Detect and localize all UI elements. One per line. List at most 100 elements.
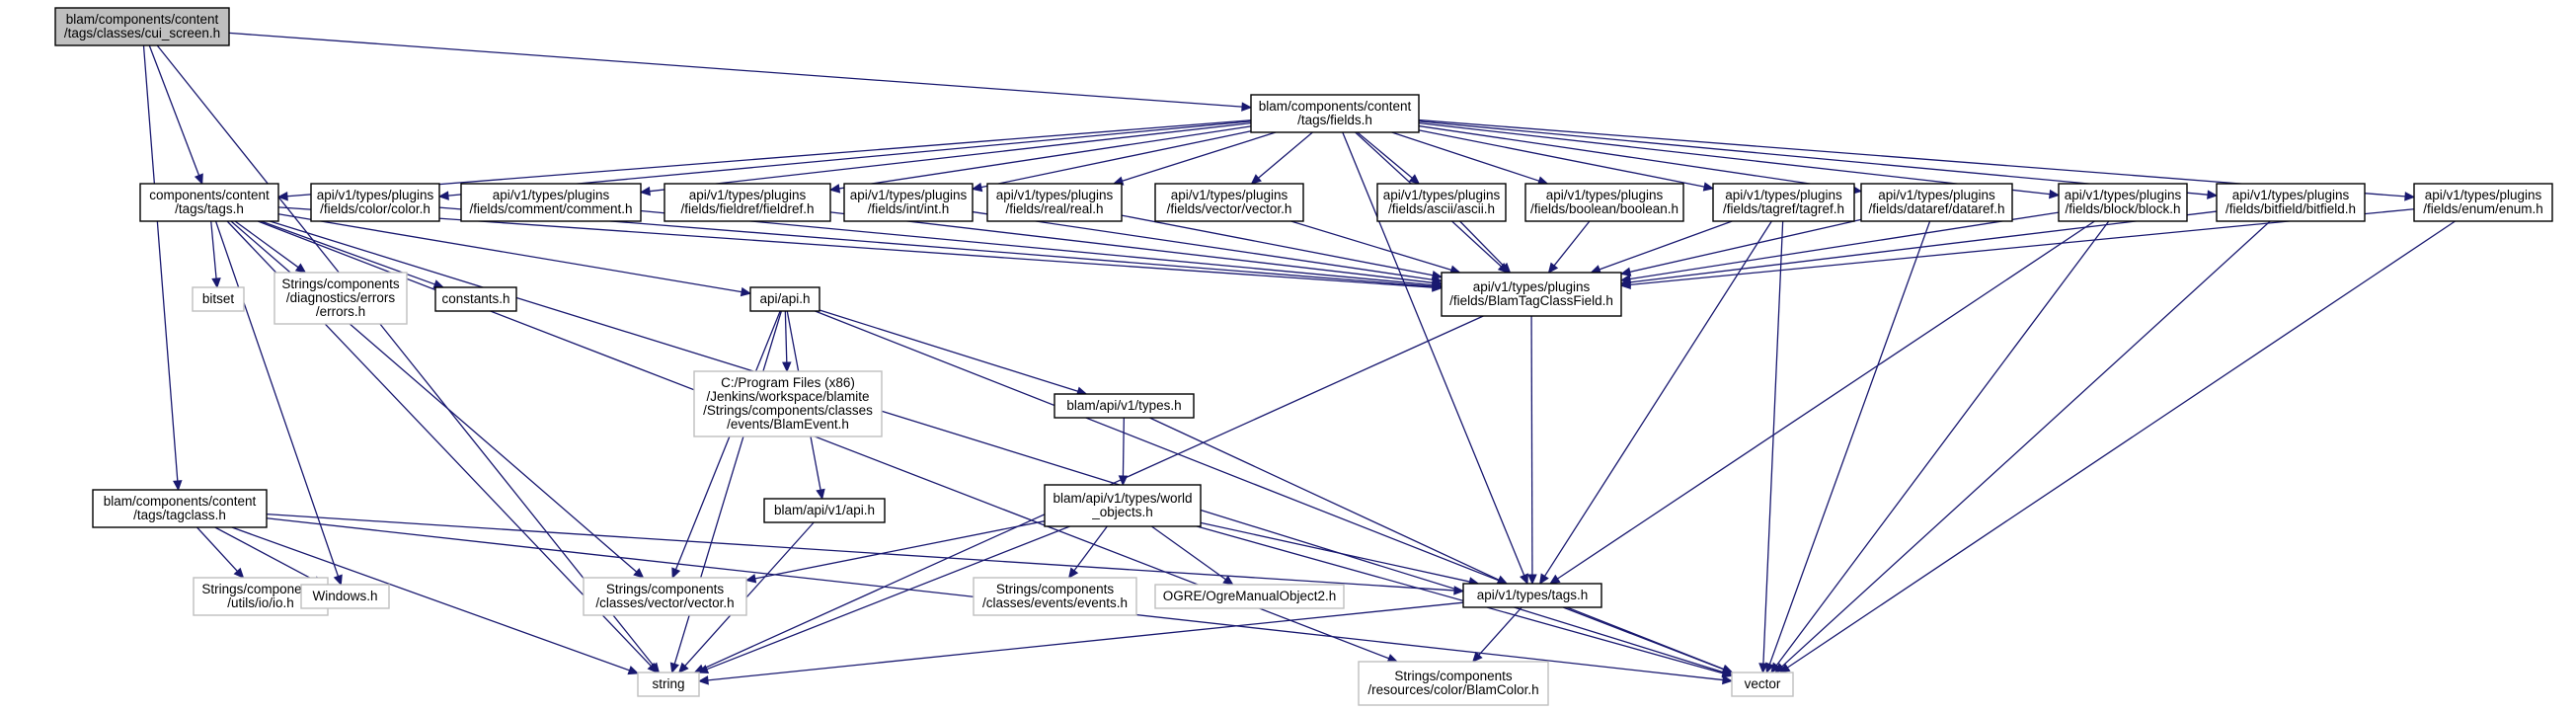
edge-arrowhead: [1453, 586, 1465, 595]
edge-types_h-to-typetags_h: [1149, 417, 1509, 585]
edge-line: [210, 220, 217, 279]
node-comment_h[interactable]: api/v1/types/plugins/fields/comment/comm…: [460, 183, 642, 222]
edge-tagclass_h-to-windows_h: [214, 526, 325, 586]
node-box: [637, 672, 700, 697]
edge-line: [784, 310, 788, 363]
node-box: [300, 584, 390, 609]
edge-line: [214, 526, 316, 582]
edge-line: [1543, 220, 1772, 577]
node-label-line: OGRE/OgreManualObject2.h: [1163, 589, 1337, 603]
node-block_h[interactable]: api/v1/types/plugins/fields/block/block.…: [2058, 183, 2188, 222]
node-api_h[interactable]: api/api.h: [749, 286, 820, 312]
edge-arrowhead: [173, 480, 183, 492]
node-label-line: /fields/enum/enum.h: [2423, 201, 2543, 216]
node-color_h[interactable]: api/v1/types/plugins/fields/color/color.…: [310, 183, 440, 222]
edge-arrowhead: [1702, 182, 1715, 192]
node-box: [1154, 584, 1345, 609]
node-cui_screen[interactable]: blam/components/content/tags/classes/cui…: [54, 7, 230, 46]
node-label-line: blam/components/content: [1259, 99, 1412, 114]
node-types_h[interactable]: blam/api/v1/types.h: [1054, 393, 1195, 419]
node-label-line: vector: [1745, 676, 1781, 691]
node-label-line: api/v1/types/plugins: [850, 188, 968, 202]
node-world_objects_h[interactable]: blam/api/v1/types/world_objects.h: [1044, 484, 1202, 527]
edge-fieldref_h-to-blamtagclassfield_h: [829, 211, 1444, 287]
edge-arrowhead: [1222, 575, 1234, 586]
node-dataref_h[interactable]: api/v1/types/plugins/fields/dataref/data…: [1860, 183, 2013, 222]
node-fieldref_h[interactable]: api/v1/types/plugins/fields/fieldref/fie…: [664, 183, 831, 222]
node-box: [1441, 272, 1622, 317]
edge-arrowhead: [1241, 102, 1253, 112]
node-label-line: blam/api/v1/types.h: [1066, 398, 1181, 413]
node-box: [1376, 183, 1507, 222]
node-vector_vector_h: Strings/components/classes/vector/vector…: [583, 577, 747, 616]
node-label-line: /fields/vector/vector.h: [1167, 201, 1292, 216]
node-boolean_h[interactable]: api/v1/types/plugins/fields/boolean/bool…: [1524, 183, 1684, 222]
edge-line: [1562, 606, 1724, 671]
edge-tags_h-to-bitset: [210, 220, 221, 289]
node-constants_h[interactable]: constants.h: [434, 286, 517, 312]
node-vectorf_h[interactable]: api/v1/types/plugins/fields/vector/vecto…: [1154, 183, 1304, 222]
node-label-line: api/v1/types/plugins: [1383, 188, 1501, 202]
edge-line: [1197, 525, 1724, 674]
node-box: [1524, 183, 1684, 222]
node-label-line: Strings/components: [201, 582, 320, 596]
edge-line: [234, 220, 299, 269]
edge-arrowhead: [697, 665, 710, 673]
node-label-line: /fields/dataref/dataref.h: [1868, 201, 2004, 216]
edge-arrowhead: [1471, 651, 1483, 663]
edge-block_h-to-typetags_h: [1549, 220, 2095, 585]
node-label-line: /fields/BlamTagClassField.h: [1449, 293, 1613, 308]
node-tagclass_h[interactable]: blam/components/content/tags/tagclass.h: [92, 489, 268, 528]
node-box: [1731, 672, 1794, 697]
node-box: [583, 577, 747, 616]
edge-typetags_h-to-vector: [1562, 606, 1734, 674]
node-label-line: Windows.h: [312, 589, 377, 603]
edge-fields_h-to-block_h: [1418, 121, 2061, 199]
edge-types_h-to-world_objects_h: [1118, 417, 1129, 487]
edge-arrowhead: [816, 488, 825, 501]
node-label-line: Strings/components: [606, 582, 725, 596]
node-typetags_h[interactable]: api/v1/types/tags.h: [1462, 583, 1602, 608]
edge-arrowhead: [647, 662, 659, 673]
node-label-line: Strings/components: [281, 277, 400, 291]
node-blamtagclassfield_h[interactable]: api/v1/types/plugins/fields/BlamTagClass…: [1441, 272, 1622, 317]
node-box: [763, 498, 886, 523]
edge-dataref_h-to-vector: [1765, 220, 1931, 674]
edge-arrowhead: [437, 191, 449, 200]
edge-arrowhead: [1408, 174, 1421, 185]
nodes-layer: blam/components/content/tags/classes/cui…: [54, 7, 2553, 706]
edge-arrowhead: [627, 666, 640, 675]
edge-arrowhead: [782, 361, 792, 373]
edge-line: [707, 601, 1464, 681]
node-label-line: blam/api/v1/types/world: [1053, 491, 1192, 506]
node-bitfield_h[interactable]: api/v1/types/plugins/fields/bitfield/bit…: [2216, 183, 2366, 222]
edge-line: [838, 125, 1252, 190]
node-box: [973, 577, 1137, 616]
node-label-line: /fields/color/color.h: [320, 201, 430, 216]
node-label-line: /resources/color/BlamColor.h: [1367, 682, 1538, 697]
node-label-line: blam/components/content: [104, 494, 257, 509]
node-fields_h[interactable]: blam/components/content/tags/fields.h: [1250, 94, 1420, 133]
node-tags_h[interactable]: components/content/tags/tags.h: [139, 183, 279, 222]
edge-arrowhead: [1765, 662, 1775, 674]
node-v1api_h[interactable]: blam/api/v1/api.h: [763, 498, 886, 523]
node-label-line: api/v1/types/plugins: [996, 188, 1114, 202]
edge-arrowhead: [1500, 262, 1512, 274]
node-enum_h[interactable]: api/v1/types/plugins/fields/enum/enum.h: [2413, 183, 2553, 222]
edge-line: [674, 310, 781, 570]
node-label-line: api/v1/types/plugins: [2065, 188, 2182, 202]
node-ascii_h[interactable]: api/v1/types/plugins/fields/ascii/ascii.…: [1376, 183, 1507, 222]
node-label-line: /fields/tagref/tagref.h: [1723, 201, 1844, 216]
node-tagref_h[interactable]: api/v1/types/plugins/fields/tagref/tagre…: [1712, 183, 1855, 222]
node-label-line: /utils/io/io.h: [227, 595, 294, 610]
node-int_h[interactable]: api/v1/types/plugins/fields/int/int.h: [843, 183, 974, 222]
edge-line: [1418, 129, 1705, 188]
edge-typetags_h-to-string: [697, 601, 1464, 685]
edge-ascii_h-to-blamtagclassfield_h: [1459, 220, 1512, 274]
node-label-line: api/v1/types/plugins: [689, 188, 807, 202]
edge-line: [286, 119, 1252, 198]
edge-line: [1787, 220, 2456, 669]
edge-arrowhead: [671, 567, 681, 580]
node-real_h[interactable]: api/v1/types/plugins/fields/real/real.h: [986, 183, 1123, 222]
edge-int_h-to-blamtagclassfield_h: [972, 210, 1444, 284]
